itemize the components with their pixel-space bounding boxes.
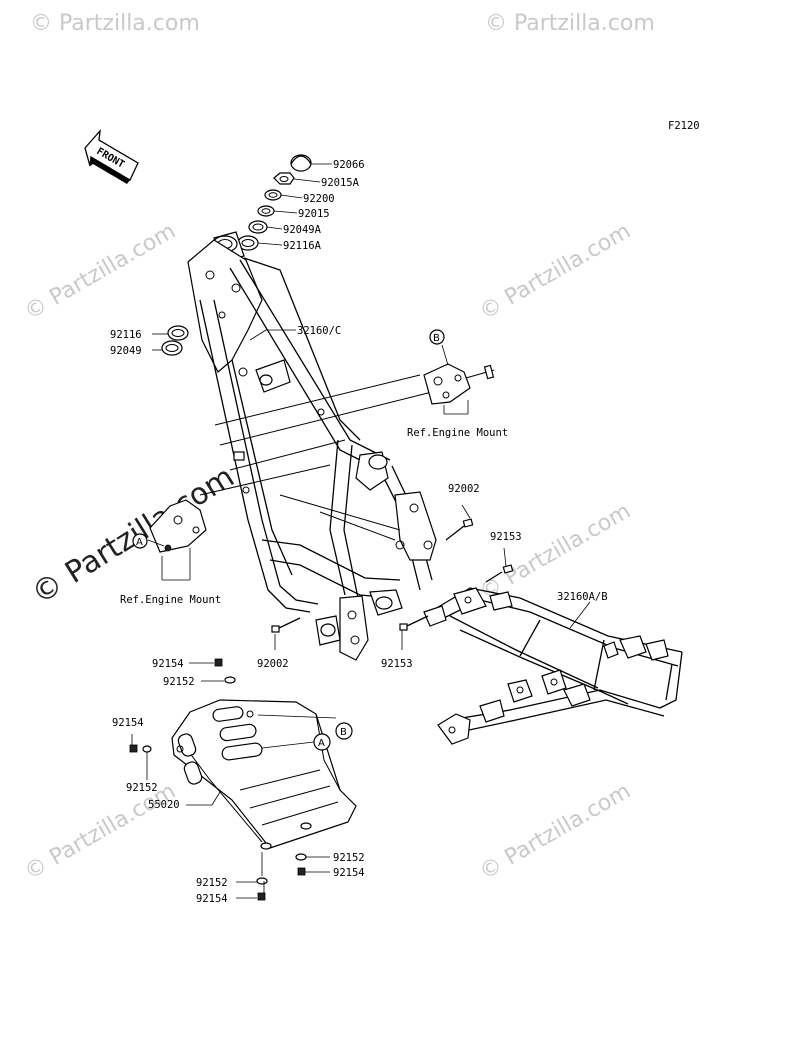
part-label-92015: 92015 xyxy=(298,208,330,220)
part-label-32160c: 32160/C xyxy=(297,325,341,337)
watermark: © Partzilla.com xyxy=(21,219,181,326)
callout-b-skid: B xyxy=(335,722,353,740)
callouts: B A B A xyxy=(132,329,445,751)
frame-leaders xyxy=(249,329,591,650)
part-label-92152-br: 92152 xyxy=(333,852,365,864)
part-label-92066: 92066 xyxy=(333,159,365,171)
bolt-92002-left xyxy=(271,617,301,633)
part-label-92049a: 92049A xyxy=(283,224,322,236)
bolts xyxy=(271,518,514,633)
callout-b-top: B xyxy=(429,329,445,345)
bolt-92153-left xyxy=(399,615,429,631)
reference-labels: Ref.Engine Mount Ref.Engine Mount xyxy=(120,427,508,606)
callout-a-label: A xyxy=(318,738,325,749)
callout-a-skid: A xyxy=(313,733,331,751)
engine-mount-outline xyxy=(199,374,441,541)
part-label-92154-top: 92154 xyxy=(152,658,184,670)
part-labels: 92066 92015A 92200 92015 92049A 92116A 9… xyxy=(110,159,608,905)
ref-engine-mount-right: Ref.Engine Mount xyxy=(407,427,508,439)
part-label-92116: 92116 xyxy=(110,329,142,341)
watermark: © Partzilla.com xyxy=(476,219,636,326)
part-label-92154-br: 92154 xyxy=(333,867,365,879)
engine-mount-bracket-right xyxy=(423,344,495,415)
stack-leaders xyxy=(152,163,332,351)
part-label-92154-bl: 92154 xyxy=(196,893,228,905)
part-label-32160ab: 32160A/B xyxy=(557,591,608,603)
part-label-92154-mid: 92154 xyxy=(112,717,144,729)
watermark: © Partzilla.com xyxy=(485,11,655,36)
part-label-55020: 55020 xyxy=(148,799,180,811)
rear-subframe xyxy=(423,587,683,745)
part-label-92153-left: 92153 xyxy=(381,658,413,670)
steering-stack xyxy=(161,154,312,356)
skid-plate xyxy=(171,699,357,850)
callout-a-label: A xyxy=(136,537,143,548)
front-arrow-icon: FRONT xyxy=(84,129,139,184)
part-label-92152-bl: 92152 xyxy=(196,877,228,889)
part-label-92152-top: 92152 xyxy=(163,676,195,688)
part-label-92116a: 92116A xyxy=(283,240,322,252)
part-label-92002-right: 92002 xyxy=(448,483,480,495)
main-frame xyxy=(187,231,437,661)
engine-mount-bracket-left xyxy=(147,499,207,581)
watermark: © Partzilla.com xyxy=(21,779,181,886)
bolt-92153-right xyxy=(485,564,514,583)
part-label-92152-mid: 92152 xyxy=(126,782,158,794)
part-label-92002-left: 92002 xyxy=(257,658,289,670)
callout-a-left: A xyxy=(132,533,148,549)
ref-engine-mount-left: Ref.Engine Mount xyxy=(120,594,221,606)
part-label-92015a: 92015A xyxy=(321,177,360,189)
bolt-92002-right xyxy=(445,518,474,541)
skid-plate-fasteners xyxy=(129,658,307,901)
watermark: © Partzilla.com xyxy=(476,779,636,886)
part-label-92200: 92200 xyxy=(303,193,335,205)
callout-b-label: B xyxy=(433,333,440,344)
figure-code: F2120 xyxy=(668,120,700,132)
watermark-dark: © Partzilla.com xyxy=(26,459,241,611)
watermark: © Partzilla.com xyxy=(30,11,200,36)
part-label-92153-right: 92153 xyxy=(490,531,522,543)
skid-leaders xyxy=(131,662,337,899)
callout-b-label: B xyxy=(340,727,347,738)
part-label-92049: 92049 xyxy=(110,345,142,357)
watermark: © Partzilla.com xyxy=(476,499,636,606)
